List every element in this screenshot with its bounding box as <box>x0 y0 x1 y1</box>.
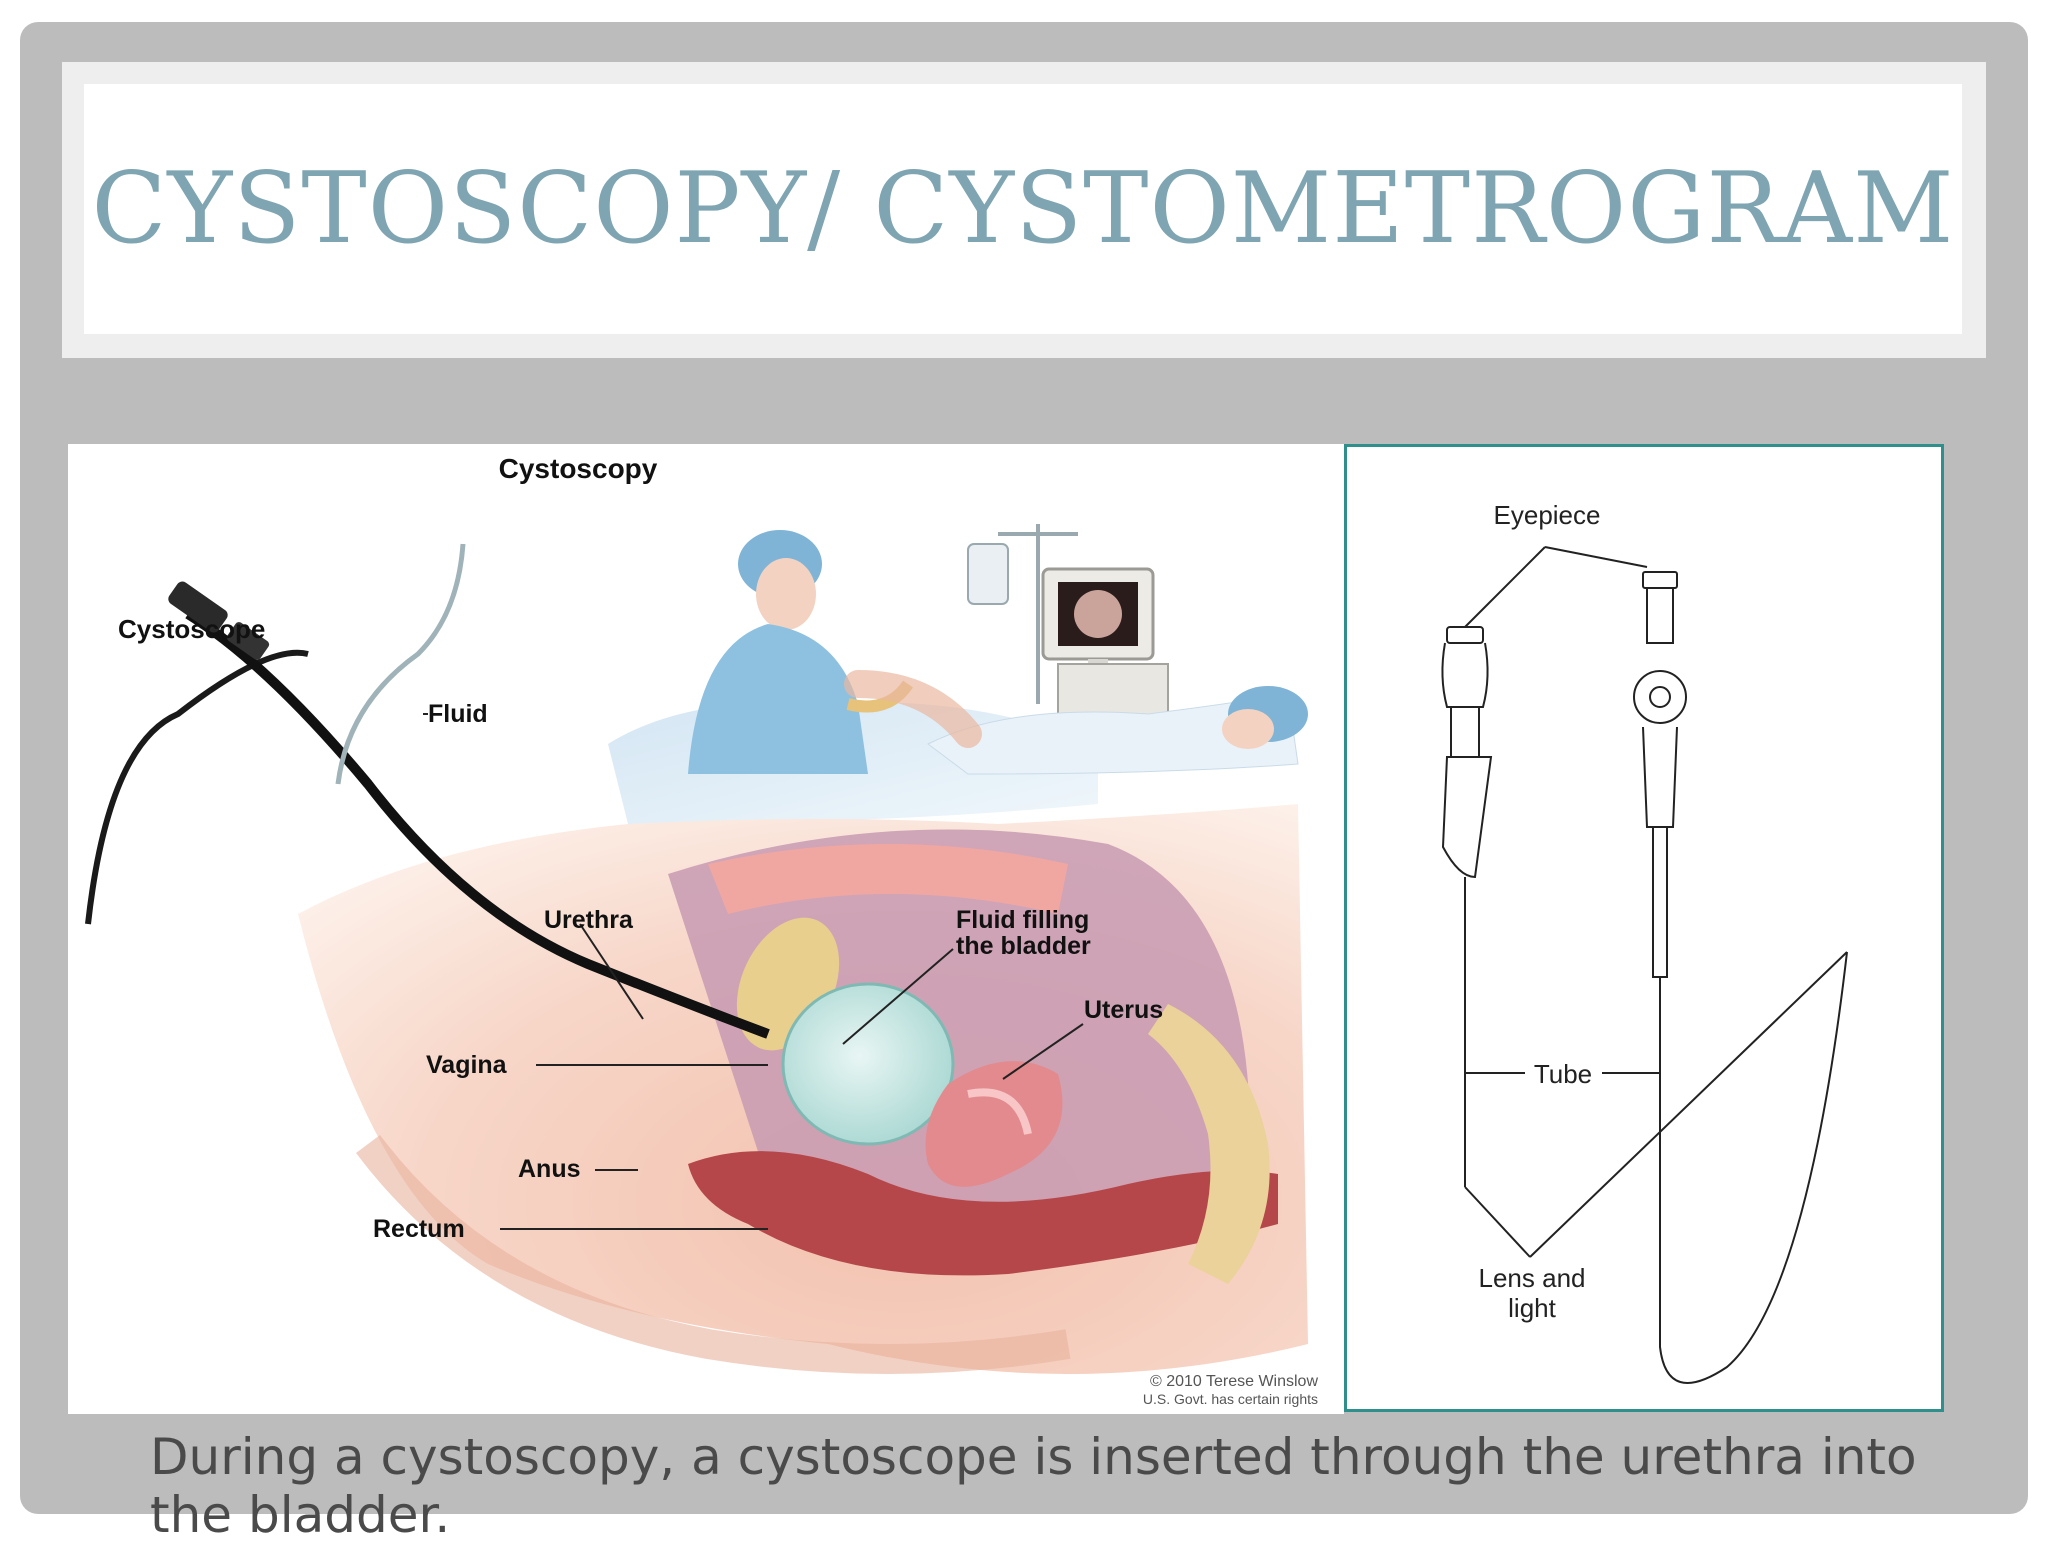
cystoscopy-illustration-svg: Cystoscopy Cystoscope Fluid Urethra Flui… <box>85 453 1318 1407</box>
cystoscope-diagram-svg: Eyepiece Tube Lens and light <box>1441 500 1848 1384</box>
label-fluid-filling-1: Fluid filling <box>956 906 1089 934</box>
label-anus: Anus <box>518 1155 581 1183</box>
label-lens-1: Lens and <box>1479 1263 1586 1293</box>
slide-title: CYSTOSCOPY/ CYSTOMETROGRAM <box>91 152 1955 266</box>
label-urethra: Urethra <box>544 906 634 934</box>
title-box <box>84 84 1962 334</box>
label-rectum: Rectum <box>373 1215 465 1243</box>
label-uterus: Uterus <box>1084 996 1163 1024</box>
cystoscope-diagram: Eyepiece Tube Lens and light <box>1344 444 1944 1412</box>
label-cystoscope: Cystoscope <box>118 614 265 644</box>
illustration-heading: Cystoscopy <box>499 453 658 484</box>
label-fluid: Fluid <box>428 700 488 728</box>
label-fluid-filling-2: the bladder <box>956 932 1091 960</box>
label-vagina: Vagina <box>426 1051 508 1079</box>
label-lens-2: light <box>1508 1293 1556 1323</box>
label-eyepiece: Eyepiece <box>1494 500 1601 530</box>
label-tube: Tube <box>1534 1059 1592 1089</box>
cystoscopy-illustration: Cystoscopy Cystoscope Fluid Urethra Flui… <box>68 444 1344 1414</box>
credit-line-1: © 2010 Terese Winslow <box>1150 1373 1318 1390</box>
credit-line-2: U.S. Govt. has certain rights <box>1143 1391 1318 1407</box>
slide-caption: During a cystoscopy, a cystoscope is ins… <box>150 1428 1917 1544</box>
